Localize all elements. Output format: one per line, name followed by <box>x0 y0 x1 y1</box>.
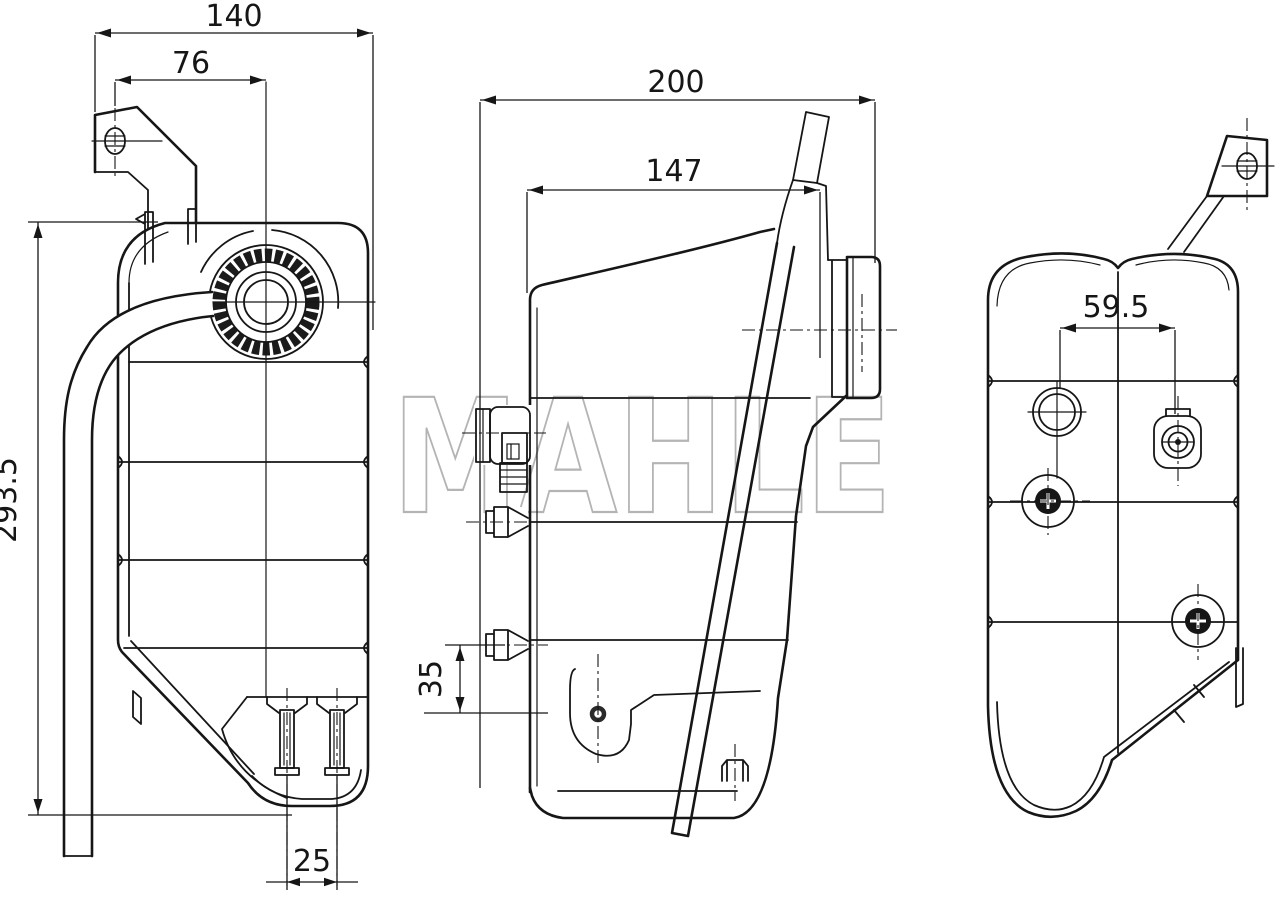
flange-serration-lines <box>499 469 528 485</box>
port-axes <box>1010 468 1090 535</box>
fitting-mask <box>474 405 532 465</box>
filler-cap <box>185 81 376 698</box>
strap-top-tab <box>792 111 830 184</box>
dim-label-overall-depth: 200 <box>647 65 704 100</box>
tank-wall-inner-top <box>996 259 1230 307</box>
dim-59-lines <box>1059 327 1176 414</box>
dim-200-lines <box>479 99 876 788</box>
strap-band <box>670 241 796 838</box>
dim-label-body-depth: 147 <box>645 154 702 189</box>
dim-293-lines <box>28 221 292 816</box>
dim-label-stud-spacing: 25 <box>293 844 331 879</box>
vent-port-cross <box>1027 380 1087 479</box>
dim-25-lines <box>266 775 358 890</box>
rear-bracket <box>1167 118 1275 253</box>
cap-boss-arcs <box>200 229 340 309</box>
stud-wings <box>316 696 358 714</box>
strap-end <box>1235 647 1244 708</box>
hose-clip-tab <box>132 690 142 725</box>
hose-port-rear-upper <box>1010 468 1090 535</box>
stud-shaft-lines <box>333 712 341 766</box>
stud-wings <box>266 696 308 714</box>
rib-lines <box>987 380 1239 623</box>
hose-inner-wall <box>90 314 215 858</box>
hose-port-upper <box>466 506 548 538</box>
dim-147-lines <box>526 189 821 358</box>
front-view: 140 76 293.5 25 <box>0 0 376 890</box>
tank-outline <box>116 221 370 808</box>
edge-notches <box>987 374 1239 629</box>
mounting-strap <box>670 111 830 838</box>
diagonal-ticks <box>1173 684 1205 723</box>
top-tab-right <box>187 208 197 245</box>
dim-label-port-to-hook: 35 <box>414 660 449 698</box>
rib-lines <box>529 397 811 641</box>
clip-outline <box>721 759 749 782</box>
dim-76-lines <box>114 79 266 106</box>
lower-clip <box>721 744 749 801</box>
bracket-outline <box>93 105 198 225</box>
rear-view: 59.5 <box>986 118 1275 819</box>
bracket-arm <box>1167 195 1225 253</box>
dim-25-arrows <box>287 877 337 887</box>
front-dimensions: 140 76 293.5 25 <box>0 0 374 890</box>
top-tab-left <box>135 211 154 265</box>
rear-dimensions: 59.5 <box>1059 290 1176 414</box>
tank-right-bottom-outline <box>528 394 848 820</box>
tank-wall-inner <box>128 282 255 775</box>
overflow-hose <box>62 290 215 858</box>
rib-lines <box>117 361 369 649</box>
dim-35-arrows <box>455 647 465 711</box>
edge-notches <box>117 355 369 655</box>
hose-port-rear-lower <box>1171 584 1225 660</box>
stud-shaft-lines <box>283 712 291 766</box>
hook-outline <box>569 668 761 757</box>
side-view: 200 147 35 <box>414 65 897 838</box>
dim-label-overall-height: 293.5 <box>0 457 24 543</box>
tank-left-top-outline <box>528 227 776 794</box>
level-sensor-boss <box>1153 396 1202 486</box>
dim-label-cap-offset: 76 <box>172 46 210 81</box>
hose-outer-wall <box>62 290 214 858</box>
flange-window <box>506 443 520 460</box>
side-dimensions: 200 147 35 <box>414 65 876 788</box>
tank-wall-inner-arc <box>128 231 169 284</box>
vent-port <box>1027 380 1087 479</box>
strap-boss <box>776 179 829 261</box>
dim-label-overall-width: 140 <box>205 0 262 34</box>
vent-flange-fitting <box>462 405 546 493</box>
dim-label-port-spacing: 59.5 <box>1083 290 1150 325</box>
hose-fill <box>64 292 213 856</box>
tank-wall-inner-bottom <box>996 661 1230 811</box>
neck-body <box>827 259 848 398</box>
tank-outline <box>986 252 1240 819</box>
bottom-hook <box>569 654 761 763</box>
bottom-cavity-line <box>221 696 288 799</box>
dim-140-lines <box>94 32 374 330</box>
bracket-inner-edge <box>94 171 149 229</box>
bracket-flag <box>1205 134 1269 198</box>
